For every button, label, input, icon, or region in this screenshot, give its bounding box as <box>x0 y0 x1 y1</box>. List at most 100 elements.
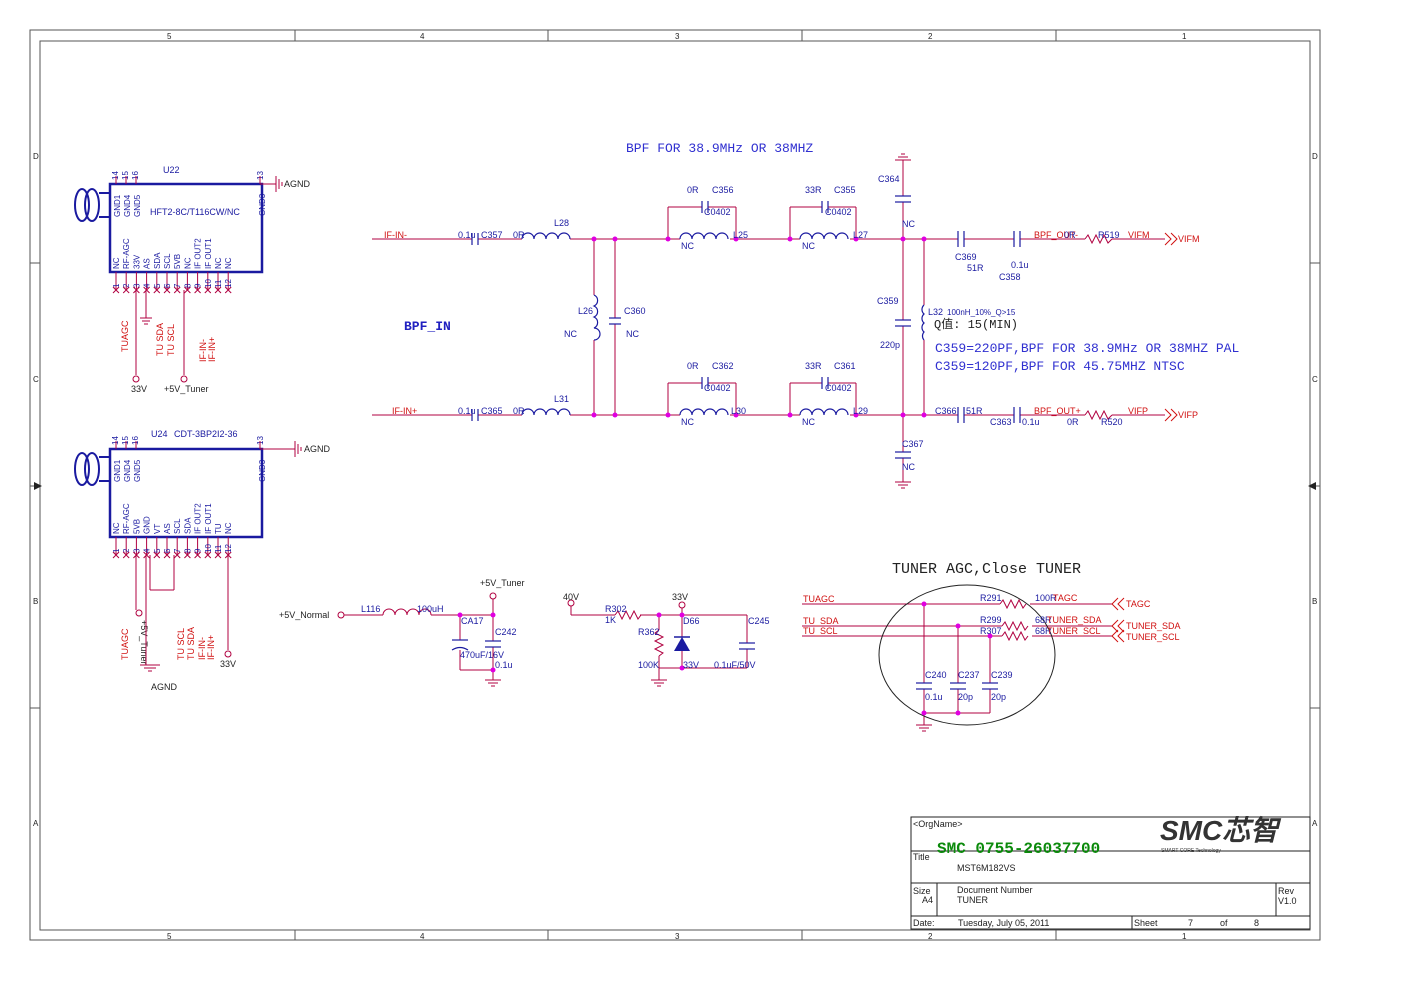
pin-name: SCL <box>173 518 182 534</box>
c355-val: 33R <box>805 185 822 195</box>
net-vifm: VIFM <box>1128 230 1150 240</box>
pin-number: 5 <box>153 548 162 553</box>
c358-ref: C358 <box>999 272 1021 282</box>
r519-val: 0R <box>1064 230 1076 240</box>
c239-ref: C239 <box>991 670 1013 680</box>
net-label: TUAGC <box>120 628 130 660</box>
no-connect-icon <box>112 286 120 294</box>
u24-body <box>108 447 264 539</box>
tb-date-label: Date: <box>913 918 935 928</box>
l31-ref: L31 <box>554 394 569 404</box>
no-connect-icon <box>122 286 130 294</box>
u22-top-name: GND4 <box>123 194 132 217</box>
tuner-u22: U22 HFT2-8C/T116CW/NC 14 15 16 13 GND1 G… <box>74 165 311 394</box>
col-label: 2 <box>928 932 933 941</box>
u24-top-name: GND3 <box>258 459 267 482</box>
c366-val: 51R <box>966 406 983 416</box>
no-connect-icon <box>214 551 222 559</box>
c237-ref: C237 <box>958 670 980 680</box>
row-label: A <box>33 819 39 828</box>
c363-val: 0.1u <box>1022 417 1040 427</box>
row-label: B <box>1312 597 1317 606</box>
r299-val: 68R <box>1035 615 1052 625</box>
row-label: A <box>1312 819 1318 828</box>
no-connect-icon <box>163 551 171 559</box>
port-vifp: VIFP <box>1178 410 1198 420</box>
pin-name: NC <box>224 257 233 269</box>
net-tu-sda: TU_SDA <box>803 616 839 626</box>
d66-val: 33V <box>683 660 699 670</box>
pin-number: 6 <box>163 283 172 288</box>
pin-number: 2 <box>122 283 131 288</box>
col-label: 5 <box>167 932 172 941</box>
l27-val: NC <box>802 241 815 251</box>
r299-ref: R299 <box>980 615 1002 625</box>
u22-pwr-33v: 33V <box>131 384 147 394</box>
c369-val: 51R <box>967 263 984 273</box>
u22-top-name: GND1 <box>113 194 122 217</box>
pin-name: IF OUT2 <box>194 503 203 534</box>
tb-sheet-label: Sheet <box>1134 918 1158 928</box>
c355-pkg: C0402 <box>825 207 852 217</box>
tb-sheet: 7 <box>1188 918 1193 928</box>
no-connect-icon <box>163 286 171 294</box>
c361-val: 33R <box>805 361 822 371</box>
c362-ref: C362 <box>712 361 734 371</box>
c360-val: NC <box>626 329 639 339</box>
no-connect-icon <box>204 551 212 559</box>
no-connect-icon <box>153 286 161 294</box>
tuner-scl-port-icon <box>1111 629 1125 643</box>
pin-number: 10 <box>204 279 213 288</box>
pin-number: 11 <box>214 279 223 288</box>
l31-val: 0R <box>513 406 525 416</box>
power-section: +5V_Normal L116 100uH +5V_Tuner CA17 470… <box>279 578 770 687</box>
c357-ref: C357 <box>481 230 503 240</box>
pin-number: 1 <box>112 283 121 288</box>
u22-top-pin: 13 <box>256 171 265 180</box>
r307-val: 68R <box>1035 626 1052 636</box>
l25-ref: L25 <box>733 230 748 240</box>
pin-name: 5VB <box>132 519 141 534</box>
port-tagc: TAGC <box>1126 599 1151 609</box>
col-label: 1 <box>1182 32 1187 41</box>
net-label: TUAGC <box>120 320 130 352</box>
u24-top-name: GND1 <box>113 459 122 482</box>
c240-val: 0.1u <box>925 692 943 702</box>
c359-pal-note: C359=220PF,BPF FOR 38.9MHz OR 38MHZ PAL <box>935 341 1239 356</box>
no-connect-icon <box>194 286 201 294</box>
pin-number: 7 <box>173 283 182 288</box>
row-label: D <box>1312 152 1318 161</box>
u22-top-pin: 14 <box>111 171 120 180</box>
l27-ref: L27 <box>853 230 868 240</box>
u24-top-pin: 13 <box>256 436 265 445</box>
net-label: TU SCL <box>176 628 186 660</box>
row-label: B <box>33 597 38 606</box>
l25-val: NC <box>681 241 694 251</box>
net-label: TU SCL <box>166 324 176 356</box>
ground-icon <box>294 441 302 457</box>
c356-ref: C356 <box>712 185 734 195</box>
row-label: D <box>33 152 39 161</box>
col-label: 4 <box>420 32 425 41</box>
l29-val: NC <box>802 417 815 427</box>
tb-org: <OrgName> <box>913 819 963 829</box>
l30-val: NC <box>681 417 694 427</box>
c239-val: 20p <box>991 692 1006 702</box>
c367-val: NC <box>902 462 915 472</box>
net-label: +5V_Tuner <box>139 620 149 664</box>
u22-body <box>108 182 264 274</box>
net-5v-tuner: +5V_Tuner <box>480 578 524 588</box>
tb-date: Tuesday, July 05, 2011 <box>958 918 1049 928</box>
tb-of: 8 <box>1254 918 1259 928</box>
net-bpf-out-plus: BPF_OUT+ <box>1034 406 1081 416</box>
r302-ref: R302 <box>605 604 627 614</box>
c359-val: 220p <box>880 340 900 350</box>
ground-icon <box>895 481 911 489</box>
u24-ref: U24 <box>151 429 168 439</box>
u24-part: CDT-3BP2I2-36 <box>174 429 238 439</box>
pin-name: NC <box>112 522 121 534</box>
c360-ref: C360 <box>624 306 646 316</box>
pin-name: IF OUT1 <box>204 238 213 269</box>
